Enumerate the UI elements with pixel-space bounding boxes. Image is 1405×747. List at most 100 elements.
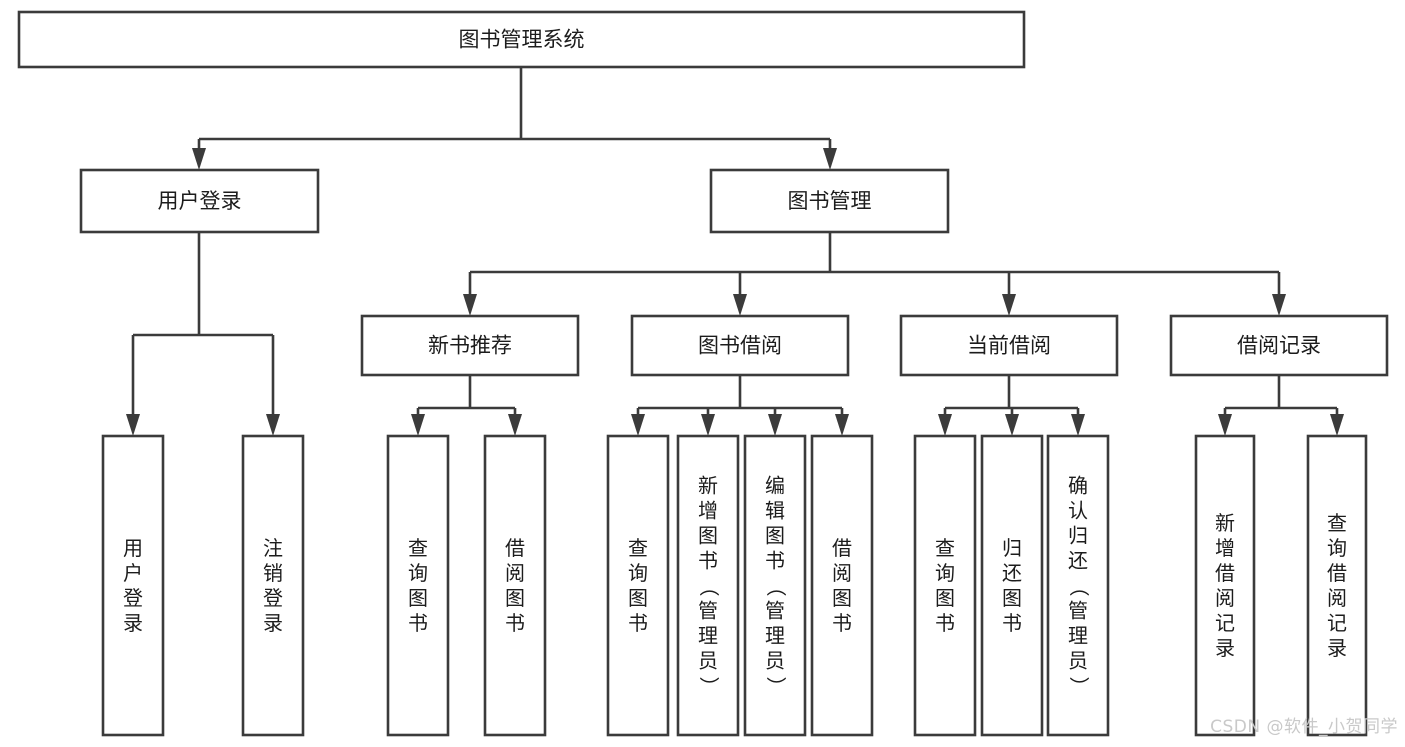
node-leaf-user-login[interactable]: 用户登录 <box>101 434 165 737</box>
node-box-leaf-borrow-book-recommend[interactable] <box>483 434 547 737</box>
arrow-drop-leaf-add-borrow-record <box>1218 408 1232 436</box>
node-root[interactable]: 图书管理系统 <box>17 10 1026 69</box>
svg-text:登: 登 <box>263 586 283 610</box>
node-label-current-borrow: 当前借阅 <box>967 334 1051 358</box>
node-box-leaf-add-borrow-record[interactable] <box>1194 434 1256 737</box>
arrow-drop-book-borrow <box>733 272 747 316</box>
svg-text:查: 查 <box>1327 511 1347 535</box>
svg-text:询: 询 <box>408 561 428 585</box>
node-box-current-borrow[interactable] <box>899 314 1119 377</box>
svg-text:图: 图 <box>698 524 718 548</box>
svg-text:书: 书 <box>408 611 428 635</box>
arrow-drop-leaf-query-book-current <box>938 408 952 436</box>
node-box-leaf-query-book-borrow[interactable] <box>606 434 670 737</box>
svg-text:注: 注 <box>263 536 283 560</box>
svg-text:书: 书 <box>765 549 785 573</box>
node-box-root[interactable] <box>17 10 1026 69</box>
svg-text:询: 询 <box>628 561 648 585</box>
node-box-book-borrow[interactable] <box>630 314 850 377</box>
arrow-drop-leaf-return-book <box>1005 408 1019 436</box>
svg-text:员: 员 <box>1068 649 1088 673</box>
node-book-management[interactable]: 图书管理 <box>709 168 950 234</box>
svg-text:图: 图 <box>1002 586 1022 610</box>
arrow-drop-leaf-user-login <box>126 335 140 436</box>
svg-text:图: 图 <box>765 524 785 548</box>
node-current-borrow[interactable]: 当前借阅 <box>899 314 1119 377</box>
svg-text:认: 认 <box>1068 499 1088 523</box>
node-box-leaf-confirm-return[interactable] <box>1046 434 1110 737</box>
svg-text:管: 管 <box>765 599 785 623</box>
svg-text:查: 查 <box>408 536 428 560</box>
svg-text:登: 登 <box>123 586 143 610</box>
node-borrow-record[interactable]: 借阅记录 <box>1169 314 1389 377</box>
arrow-drop-user-login <box>192 139 206 170</box>
svg-text:图: 图 <box>628 586 648 610</box>
arrow-drop-leaf-query-book-recommend <box>411 408 425 436</box>
node-box-leaf-edit-book[interactable] <box>743 434 807 737</box>
node-user-login[interactable]: 用户登录 <box>79 168 320 234</box>
node-box-leaf-user-login[interactable] <box>101 434 165 737</box>
svg-text:借: 借 <box>1215 561 1235 585</box>
svg-text:询: 询 <box>1327 536 1347 560</box>
node-box-leaf-query-book-recommend[interactable] <box>386 434 450 737</box>
svg-text:借: 借 <box>832 536 852 560</box>
svg-text:图: 图 <box>832 586 852 610</box>
svg-text:查: 查 <box>935 536 955 560</box>
arrow-drop-new-book-recommend <box>463 272 477 316</box>
svg-text:还: 还 <box>1002 561 1022 585</box>
node-box-book-management[interactable] <box>709 168 950 234</box>
svg-text:书: 书 <box>698 549 718 573</box>
node-box-leaf-query-borrow-record[interactable] <box>1306 434 1368 737</box>
svg-text:图: 图 <box>505 586 525 610</box>
svg-text:书: 书 <box>1002 611 1022 635</box>
svg-text:管: 管 <box>1068 599 1088 623</box>
connector-layer <box>126 67 1344 436</box>
svg-text:录: 录 <box>1327 636 1347 660</box>
svg-text:理: 理 <box>1068 624 1088 648</box>
svg-text:销: 销 <box>263 561 283 585</box>
svg-text:编: 编 <box>765 474 785 498</box>
svg-text:书: 书 <box>832 611 852 635</box>
svg-text:归: 归 <box>1068 524 1088 548</box>
node-box-leaf-borrow-book[interactable] <box>810 434 874 737</box>
node-label-book-borrow: 图书借阅 <box>698 334 782 358</box>
node-box-leaf-return-book[interactable] <box>980 434 1044 737</box>
node-box-user-login[interactable] <box>79 168 320 234</box>
svg-text:增: 增 <box>1215 536 1235 560</box>
node-box-leaf-add-book[interactable] <box>676 434 740 737</box>
node-book-borrow[interactable]: 图书借阅 <box>630 314 850 377</box>
svg-text:（: （ <box>764 577 788 597</box>
svg-text:阅: 阅 <box>1215 586 1235 610</box>
node-box-new-book-recommend[interactable] <box>360 314 580 377</box>
svg-text:用: 用 <box>123 536 143 560</box>
arrow-drop-leaf-borrow-book-recommend <box>508 408 522 436</box>
arrow-drop-book-management <box>823 139 837 170</box>
arrow-drop-leaf-logout <box>266 335 280 436</box>
svg-text:户: 户 <box>123 561 143 585</box>
node-box-leaf-logout[interactable] <box>241 434 305 737</box>
node-new-book-recommend[interactable]: 新书推荐 <box>360 314 580 377</box>
svg-text:理: 理 <box>765 624 785 648</box>
svg-text:图: 图 <box>935 586 955 610</box>
node-box-leaf-query-book-current[interactable] <box>913 434 977 737</box>
svg-text:阅: 阅 <box>505 561 525 585</box>
node-box-borrow-record[interactable] <box>1169 314 1389 377</box>
